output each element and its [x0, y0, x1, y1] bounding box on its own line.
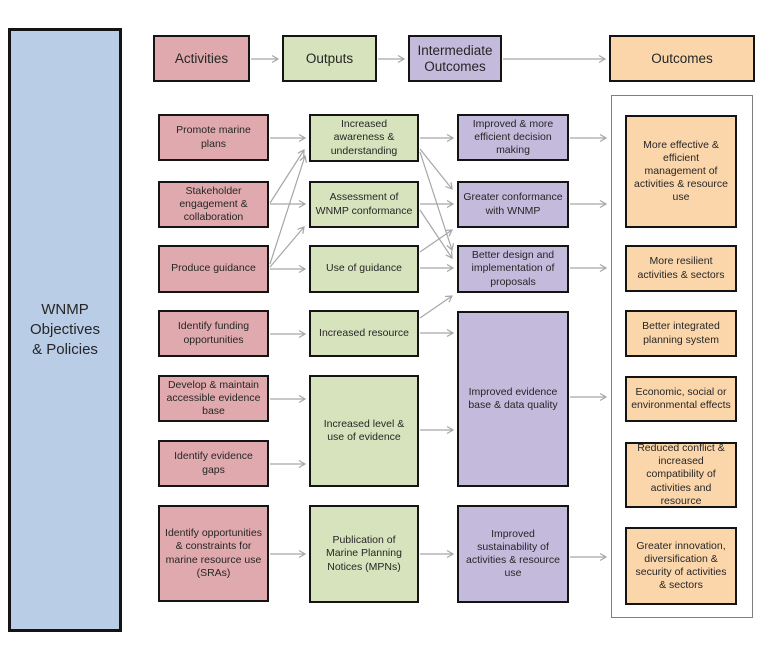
- activity-box-promote-marine-plans: Promote marine plans: [158, 114, 269, 161]
- outcome-box-more-resilient: More resilient activities & sectors: [625, 245, 737, 292]
- activity-box-identify-opportunities-sras: Identify opportunities & constraints for…: [158, 505, 269, 602]
- outcome-box-economic-social-environmental: Economic, social or environmental effect…: [625, 376, 737, 422]
- arrow-act3-out2: [269, 226, 305, 268]
- intermediate-label: Greater conformance with WNMP: [463, 191, 563, 217]
- header-activities: Activities: [153, 35, 250, 82]
- activity-label: Produce guidance: [171, 262, 256, 275]
- outcome-label: Economic, social or environmental effect…: [631, 385, 731, 411]
- header-activities-label: Activities: [174, 50, 229, 66]
- activity-label: Stakeholder engagement & collaboration: [179, 184, 248, 224]
- outcome-box-greater-innovation: Greater innovation, diversification & se…: [625, 527, 737, 605]
- output-label: Publication of Marine Planning Notices (…: [326, 534, 402, 573]
- arrow-out2-int3: [419, 209, 453, 259]
- intermediate-label: Better design and implementation of prop…: [471, 249, 555, 288]
- header-intermediate-outcomes: Intermediate Outcomes: [408, 35, 502, 82]
- output-label: Increased awareness & understanding: [330, 118, 398, 157]
- intermediate-box-efficient-decision-making: Improved & more efficient decision makin…: [457, 114, 569, 161]
- activity-box-produce-guidance: Produce guidance: [158, 245, 269, 293]
- header-outputs: Outputs: [282, 35, 377, 82]
- output-box-use-of-guidance: Use of guidance: [309, 245, 419, 293]
- output-box-publication-mpns: Publication of Marine Planning Notices (…: [309, 505, 419, 603]
- activity-box-identify-evidence-gaps: Identify evidence gaps: [158, 440, 269, 487]
- output-box-assessment-wnmp-conformance: Assessment of WNMP conformance: [309, 181, 419, 228]
- activity-label: Identify opportunities & constraints for…: [165, 527, 262, 579]
- arrow-out1-int2: [419, 148, 453, 190]
- output-label: Increased level & use of evidence: [323, 417, 405, 443]
- arrow-act2-out1: [269, 148, 305, 204]
- activity-label: Promote marine plans: [176, 124, 251, 150]
- outcome-box-better-integrated-planning: Better integrated planning system: [625, 310, 737, 357]
- output-box-increased-resource: Increased resource: [309, 310, 419, 357]
- intermediate-box-better-design-proposals: Better design and implementation of prop…: [457, 245, 569, 293]
- intermediate-box-improved-sustainability: Improved sustainability of activities & …: [457, 505, 569, 603]
- activity-box-develop-evidence-base: Develop & maintain accessible evidence b…: [158, 375, 269, 422]
- outcome-box-effective-management: More effective & efficient management of…: [625, 115, 737, 228]
- arrow-act3-out1: [269, 154, 308, 265]
- outcome-label: More resilient activities & sectors: [637, 255, 725, 281]
- output-box-increased-awareness: Increased awareness & understanding: [309, 114, 419, 162]
- activity-label: Develop & maintain accessible evidence b…: [166, 378, 261, 418]
- source-label: WNMP Objectives & Policies: [29, 300, 101, 359]
- intermediate-box-improved-evidence-base: Improved evidence base & data quality: [457, 311, 569, 487]
- output-label: Increased resource: [319, 326, 409, 339]
- intermediate-label: Improved evidence base & data quality: [468, 385, 558, 411]
- header-intermediate-label: Intermediate Outcomes: [417, 42, 493, 74]
- outcome-box-reduced-conflict: Reduced conflict & increased compatibili…: [625, 442, 737, 508]
- outcome-label: Greater innovation, diversification & se…: [635, 539, 727, 592]
- intermediate-box-greater-conformance: Greater conformance with WNMP: [457, 181, 569, 228]
- activity-label: Identify evidence gaps: [174, 450, 253, 476]
- activity-box-identify-funding: Identify funding opportunities: [158, 310, 269, 357]
- activity-label: Identify funding opportunities: [177, 320, 250, 346]
- header-outcomes-label: Outcomes: [651, 50, 713, 66]
- output-box-increased-level-use-evidence: Increased level & use of evidence: [309, 375, 419, 487]
- header-outcomes: Outcomes: [609, 35, 755, 82]
- intermediate-label: Improved & more efficient decision makin…: [472, 117, 554, 157]
- intermediate-label: Improved sustainability of activities & …: [466, 527, 560, 580]
- arrow-out1-int3: [419, 151, 455, 252]
- outcome-label: Better integrated planning system: [642, 320, 720, 346]
- output-label: Use of guidance: [326, 262, 402, 275]
- arrow-out3-int2: [419, 229, 453, 253]
- output-label: Assessment of WNMP conformance: [315, 191, 413, 217]
- outcome-label: More effective & efficient management of…: [634, 138, 728, 204]
- header-outputs-label: Outputs: [305, 50, 354, 66]
- outcome-label: Reduced conflict & increased compatibili…: [637, 442, 725, 507]
- source-box-wnmp-objectives-policies: WNMP Objectives & Policies: [8, 28, 122, 632]
- arrow-out4-int3: [419, 295, 453, 319]
- activity-box-stakeholder-engagement: Stakeholder engagement & collaboration: [158, 181, 269, 228]
